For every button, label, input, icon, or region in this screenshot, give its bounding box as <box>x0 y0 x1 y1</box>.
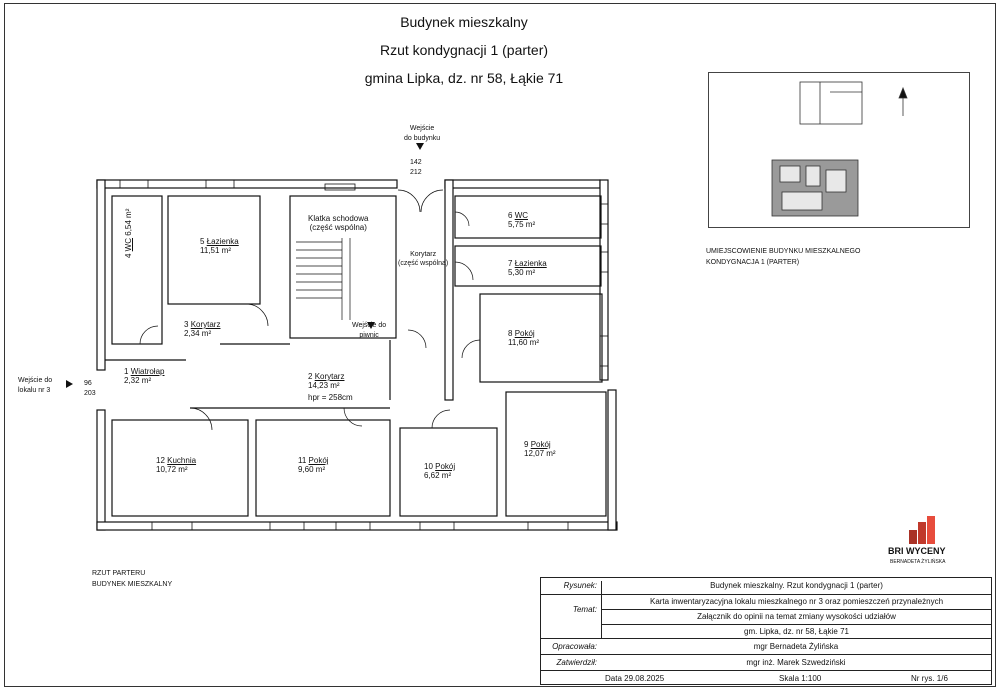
dim-unit-entry: 96 203 <box>84 380 96 397</box>
room-7-outline <box>454 245 602 287</box>
caption-line-2: BUDYNEK MIESZKALNY <box>92 581 173 588</box>
tb-temat-2: Załącznik do opinii na temat zmiany wyso… <box>602 609 991 624</box>
wall-right-upper <box>599 179 609 381</box>
room-11-outline <box>255 419 391 517</box>
tb-key-temat: Temat: <box>572 605 597 614</box>
tb-key-zatw: Zatwierdził: <box>556 658 597 667</box>
title-line-3: gmina Lipka, dz. nr 58, Łąkie 71 <box>364 70 564 86</box>
tb-temat-3: gm. Lipka, dz. nr 58, Łąkie 71 <box>602 624 991 639</box>
location-inset-map <box>708 72 970 228</box>
tb-row-oprac: Opracowała: mgr Bernadeta Żylińska <box>541 638 991 655</box>
room-4-outline <box>111 195 163 345</box>
room-5-outline <box>167 195 261 305</box>
location-line-2: KONDYGNACJA 1 (PARTER) <box>706 259 800 266</box>
wall-top-right <box>444 179 601 189</box>
room-stair-outline <box>289 195 397 339</box>
building-entrance-label: Wejście do budynku <box>404 125 441 142</box>
wall-mid-right <box>444 179 454 401</box>
unit-entrance-label: Wejście do lokalu nr 3 <box>18 377 53 394</box>
room-12-outline <box>111 419 249 517</box>
room-8-outline <box>479 293 603 383</box>
room-9-outline <box>505 391 607 517</box>
wall-left-lower <box>96 409 106 531</box>
stair-label: Klatka schodowa (część wspólna) <box>308 214 369 232</box>
tb-scale: Skala 1:100 <box>779 674 822 683</box>
caption-line-1: RZUT PARTERU <box>92 570 146 577</box>
corridor-shared-label: Korytarz (część wspólna) <box>398 251 449 267</box>
tb-date: Data 29.08.2025 <box>605 674 665 683</box>
tb-row-footer: Data 29.08.2025 Skala 1:100 Nr rys. 1/6 <box>541 670 991 687</box>
title-block: Rysunek: Budynek mieszkalny. Rzut kondyg… <box>540 577 992 685</box>
wall-left-upper <box>96 179 106 371</box>
tb-row-temat: Temat: Karta inwentaryzacyjna lokalu mie… <box>541 594 991 639</box>
entry-arrow-unit <box>66 380 73 388</box>
tb-value-oprac: mgr Bernadeta Żylińska <box>753 642 839 651</box>
tb-value-temat: Karta inwentaryzacyjna lokalu mieszkalne… <box>601 595 991 639</box>
room-4: 4 WC 6,54 m² <box>124 208 133 258</box>
tb-row-zatw: Zatwierdził: mgr inż. Marek Szwedziński <box>541 654 991 671</box>
title-line-2: Rzut kondygnacji 1 (parter) <box>379 42 549 58</box>
entry-arrow-building <box>416 143 424 150</box>
entry-arrow-basement <box>367 322 375 329</box>
tb-row-rysunek: Rysunek: Budynek mieszkalny. Rzut kondyg… <box>541 578 991 597</box>
room-10-outline <box>399 427 498 517</box>
wall-bottom <box>96 521 618 531</box>
height-label: hpr = 258cm <box>308 393 353 402</box>
tb-value-zatw: mgr inż. Marek Szwedziński <box>746 658 846 667</box>
tb-value-rysunek: Budynek mieszkalny. Rzut kondygnacji 1 (… <box>601 581 991 597</box>
tb-temat-1: Karta inwentaryzacyjna lokalu mieszkalne… <box>649 597 944 606</box>
room-6-outline <box>454 195 602 239</box>
logo-brand: BRI WYCENY <box>888 546 946 556</box>
logo-mark <box>909 516 935 544</box>
dim-top-entry: 142 212 <box>410 159 422 176</box>
basement-entrance-label: Wejście do piwnic <box>352 322 387 339</box>
tb-key-oprac: Opracowała: <box>552 642 597 651</box>
tb-drawing-number: Nr rys. 1/6 <box>911 674 948 683</box>
logo-subtitle: BERNADETA ŻYLIŃSKA <box>890 559 946 565</box>
drawing-frame <box>4 3 996 687</box>
title-line-1: Budynek mieszkalny <box>400 14 528 30</box>
wall-right-lower <box>607 389 617 531</box>
tb-key-rysunek: Rysunek: <box>563 581 597 590</box>
location-line-1: UMIEJSCOWIENIE BUDYNKU MIESZKALNEGO <box>706 248 861 255</box>
